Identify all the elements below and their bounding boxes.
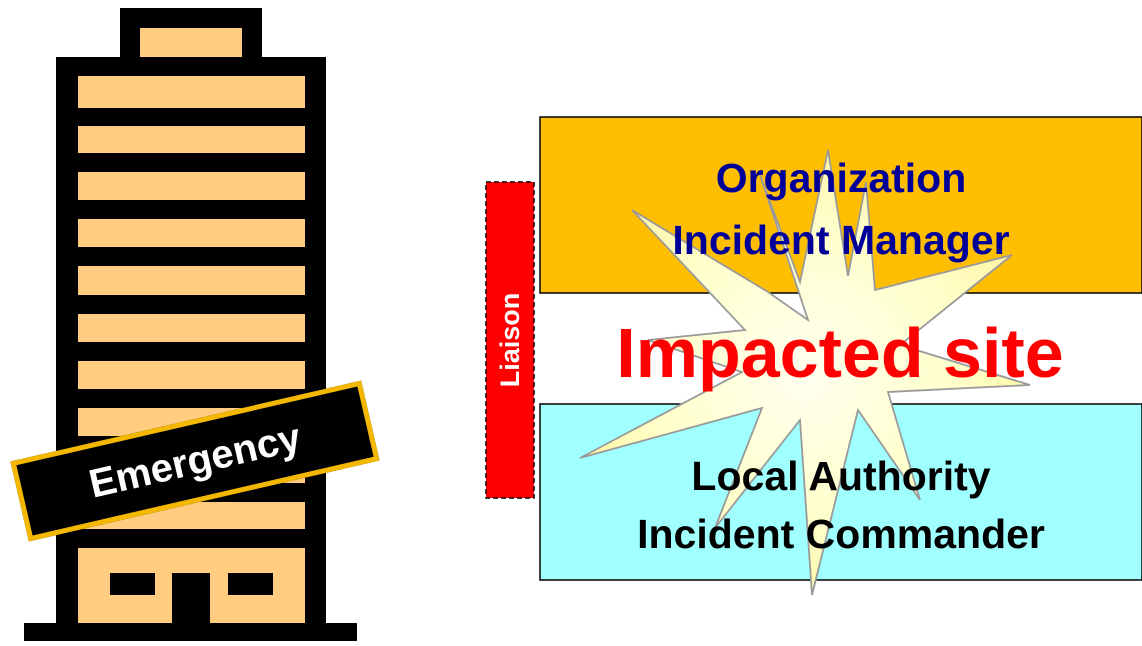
explosion-burst — [579, 149, 1031, 596]
floor-band — [78, 76, 305, 108]
floor-band — [78, 361, 305, 389]
floor-band — [78, 126, 305, 153]
liaison-rect — [485, 181, 535, 499]
building-cap-window — [140, 28, 242, 58]
org-incident-manager-line1: Organization — [715, 155, 967, 201]
floor-band — [78, 314, 305, 342]
impacted-site-label: Impacted site — [616, 314, 1064, 392]
building-door — [172, 573, 210, 628]
local-authority-line2: Incident Commander — [637, 511, 1045, 557]
building — [24, 8, 357, 641]
floor-band — [78, 219, 305, 247]
ground-window-left — [110, 573, 155, 595]
ground-window-right — [228, 573, 273, 595]
local-authority-line1: Local Authority — [691, 453, 991, 499]
liaison-label: Liaison — [495, 292, 525, 388]
building-base — [24, 623, 357, 641]
liaison-bar — [485, 181, 535, 499]
org-incident-manager-line2: Incident Manager — [672, 217, 1010, 263]
floor-band — [78, 172, 305, 200]
floor-band — [78, 266, 305, 295]
building-floors — [78, 76, 305, 529]
